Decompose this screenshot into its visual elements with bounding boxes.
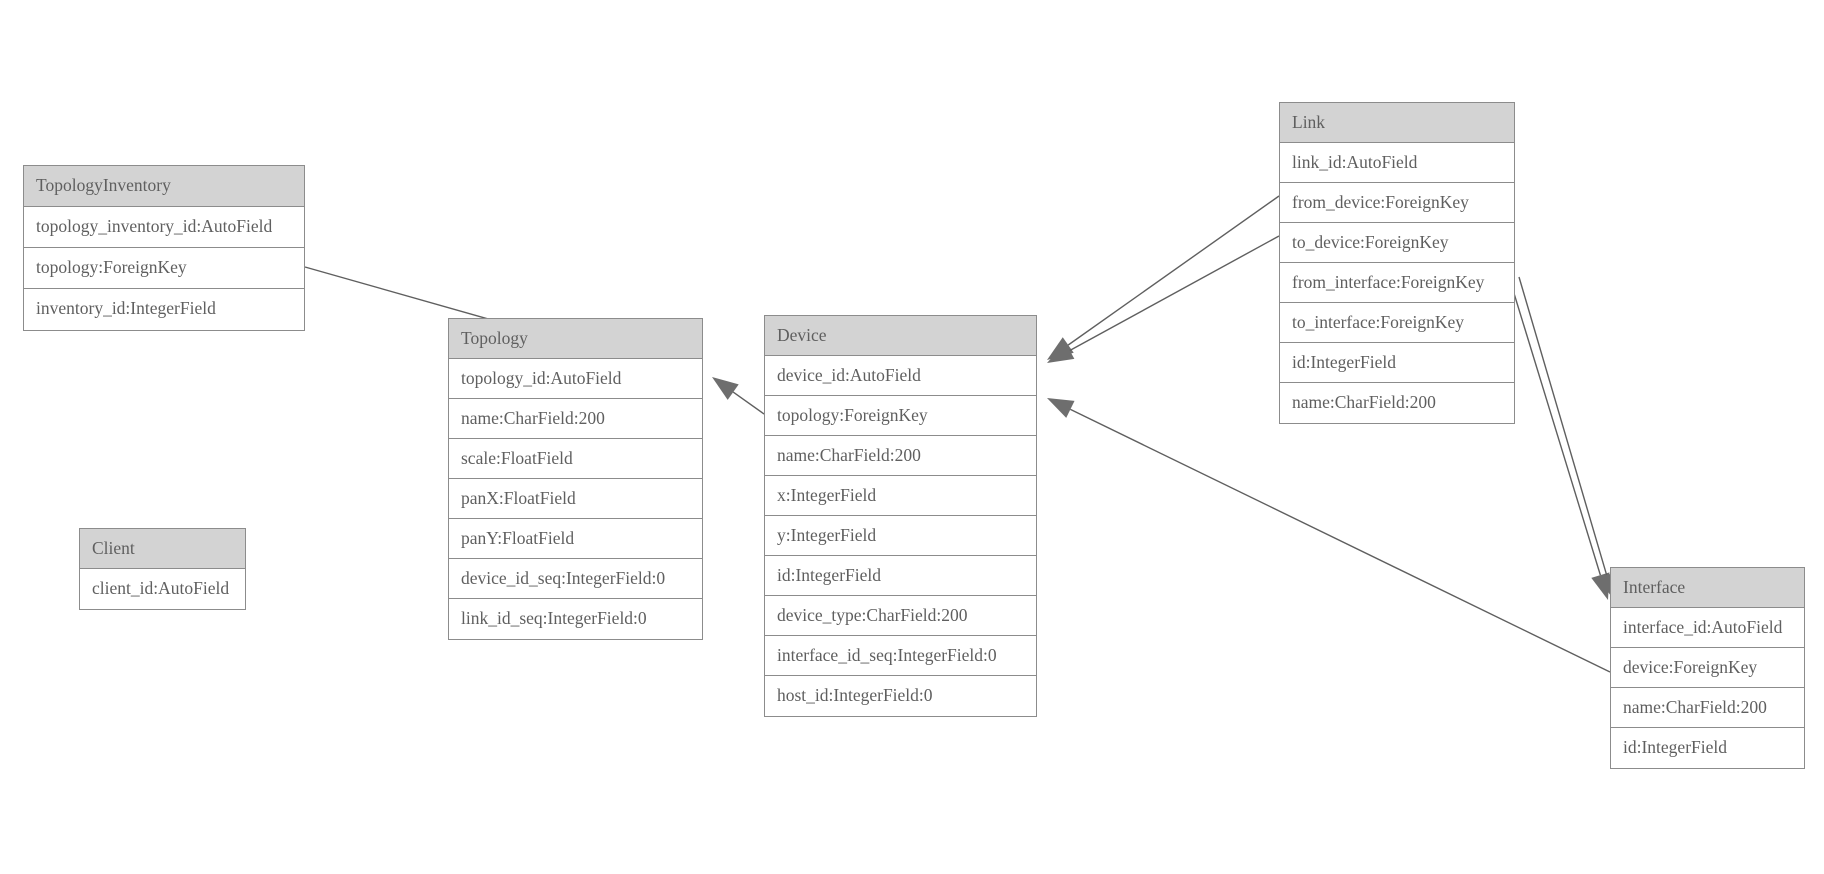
relationship-link-to-interface [1518,276,1616,600]
entity-field[interactable]: name:CharField:200 [449,399,702,439]
entity-field[interactable]: y:IntegerField [765,516,1036,556]
entity-field[interactable]: topology:ForeignKey [765,396,1036,436]
entity-title-device: Device [765,316,1036,356]
relationship-arrowhead-icon [1047,342,1075,363]
entity-field[interactable]: id:IntegerField [1611,728,1804,768]
relationship-link-from-interface [1508,276,1610,600]
entity-field[interactable]: panY:FloatField [449,519,702,559]
relationship-line [1069,235,1280,352]
entity-field[interactable]: inventory_id:IntegerField [24,289,304,330]
relationship-line [1508,276,1602,576]
entity-field[interactable]: to_interface:ForeignKey [1280,303,1514,343]
relationship-line [1067,195,1280,346]
entity-field[interactable]: from_interface:ForeignKey [1280,263,1514,303]
relationship-line [732,391,765,415]
entity-field[interactable]: to_device:ForeignKey [1280,223,1514,263]
entity-field[interactable]: scale:FloatField [449,439,702,479]
entity-field[interactable]: device:ForeignKey [1611,648,1804,688]
entity-field[interactable]: id:IntegerField [1280,343,1514,383]
entity-field[interactable]: device_id:AutoField [765,356,1036,396]
entity-field[interactable]: topology_inventory_id:AutoField [24,207,304,248]
entity-field[interactable]: interface_id_seq:IntegerField:0 [765,636,1036,676]
entity-field[interactable]: interface_id:AutoField [1611,608,1804,648]
relationship-link-from-device [1047,195,1280,360]
entity-field[interactable]: topology:ForeignKey [24,248,304,289]
relationship-arrowhead-icon [1047,398,1075,418]
entity-field[interactable]: topology_id:AutoField [449,359,702,399]
entity-field[interactable]: name:CharField:200 [765,436,1036,476]
entity-title-link: Link [1280,103,1514,143]
entity-field[interactable]: device_id_seq:IntegerField:0 [449,559,702,599]
relationship-line [1070,408,1611,673]
entity-field[interactable]: client_id:AutoField [80,569,245,609]
entity-field[interactable]: x:IntegerField [765,476,1036,516]
entity-title-client: Client [80,529,245,569]
entity-title-interface: Interface [1611,568,1804,608]
entity-title-topology: Topology [449,319,702,359]
relationship-line [1518,276,1608,576]
entity-field[interactable]: from_device:ForeignKey [1280,183,1514,223]
entity-field[interactable]: host_id:IntegerField:0 [765,676,1036,716]
relationship-arrowhead-icon [1047,337,1074,360]
entity-title-topology_inventory: TopologyInventory [24,166,304,207]
relationship-arrowhead-icon [712,377,739,400]
entity-field[interactable]: name:CharField:200 [1280,383,1514,423]
relationship-link-to-device [1047,235,1280,363]
entity-field[interactable]: panX:FloatField [449,479,702,519]
entity-field[interactable]: device_type:CharField:200 [765,596,1036,636]
entity-field[interactable]: name:CharField:200 [1611,688,1804,728]
entity-field[interactable]: link_id:AutoField [1280,143,1514,183]
entity-field[interactable]: id:IntegerField [765,556,1036,596]
relationship-device-topology [712,377,765,415]
entity-field[interactable]: link_id_seq:IntegerField:0 [449,599,702,639]
relationship-interface-device [1047,398,1611,673]
relationship-arrowhead-icon [1591,572,1610,600]
